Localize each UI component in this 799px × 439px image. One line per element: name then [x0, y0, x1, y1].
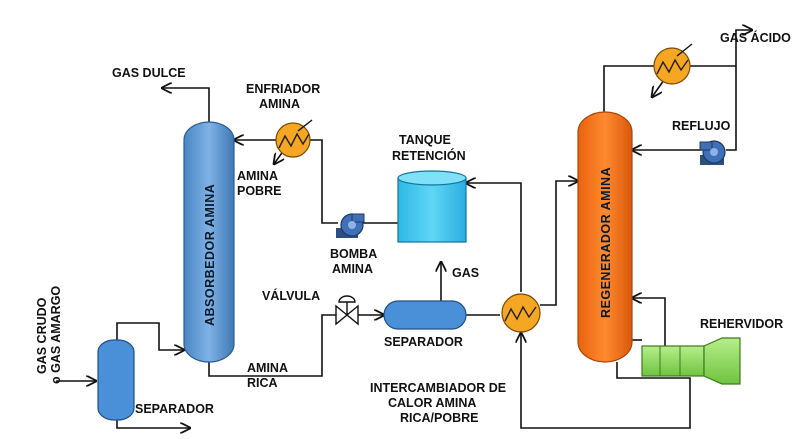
- piping: [56, 30, 752, 428]
- surge-tank: [397, 170, 467, 243]
- label-separador-left: SEPARADOR: [135, 402, 214, 416]
- flash-separator: [383, 300, 467, 330]
- label-amina-pobre: AMINA: [237, 169, 278, 183]
- label-intercambiador: INTERCAMBIADOR DE: [370, 381, 506, 395]
- label-gas-dulce: GAS DULCE: [112, 66, 186, 80]
- label-separador-mid: SEPARADOR: [384, 335, 463, 349]
- label-bomba: BOMBA: [330, 247, 377, 261]
- overhead-condenser: [653, 43, 693, 85]
- label-gas-crudo: GAS CRUDO: [35, 297, 49, 374]
- label-tanque: TANQUE: [399, 133, 451, 147]
- absorber-column: ABSORBEDOR AMINA: [183, 121, 235, 363]
- label-rehervidor: REHERVIDOR: [700, 317, 783, 331]
- label-bomba-amina: AMINA: [332, 262, 373, 276]
- label-gas: GAS: [452, 266, 479, 280]
- label-pobre: POBRE: [237, 184, 281, 198]
- reboiler: [641, 337, 741, 385]
- label-gas-amargo: o GAS AMARGO: [49, 286, 63, 384]
- label-amina-rica: AMINA: [247, 361, 288, 375]
- label-valvula: VÁLVULA: [262, 288, 320, 303]
- label-rica-pobre: RICA/POBRE: [400, 411, 478, 425]
- inlet-separator: [97, 339, 135, 421]
- absorber-label: ABSORBEDOR AMINA: [203, 184, 217, 326]
- amine-cooler: [275, 119, 313, 158]
- label-enfriador: ENFRIADOR: [246, 82, 320, 96]
- regenerator-label: REGENERADOR AMINA: [599, 167, 613, 318]
- regenerator-column: REGENERADOR AMINA: [577, 111, 633, 363]
- amine-pump: [336, 213, 365, 238]
- label-gas-acido: GAS ÁCIDO: [720, 30, 791, 45]
- reflux-pump: [699, 140, 726, 165]
- label-rica: RICA: [247, 376, 278, 390]
- label-reflujo: REFLUJO: [672, 119, 731, 133]
- lean-rich-exchanger: [501, 293, 541, 333]
- label-calor-amina: CALOR AMINA: [388, 396, 476, 410]
- control-valve: [335, 295, 359, 326]
- label-retencion: RETENCIÓN: [392, 148, 466, 163]
- label-enfriador-amina: AMINA: [259, 97, 300, 111]
